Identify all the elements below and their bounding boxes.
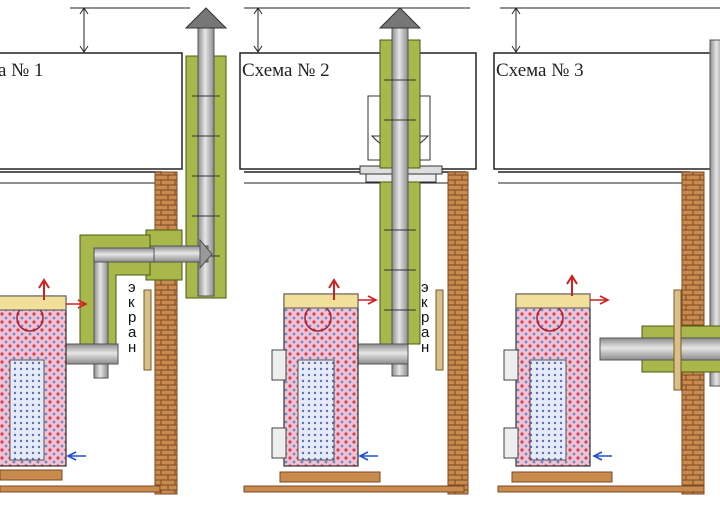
arrow-up-icon (328, 278, 340, 300)
arrow-left-icon (592, 451, 612, 461)
arrow-right-icon (358, 295, 378, 305)
arrow-left-icon (358, 451, 378, 461)
chimney-cap-icon (184, 7, 228, 29)
chimney-pipe (709, 39, 720, 387)
ceiling-slab (493, 52, 720, 170)
chimney-cap-icon (378, 7, 422, 29)
heat-screen (673, 289, 682, 391)
arrow-left-icon (66, 451, 86, 461)
scheme-title: а № 1 (0, 60, 44, 81)
arrow-up-icon (38, 278, 50, 300)
arrow-right-icon (590, 295, 610, 305)
arrow-right-icon (66, 299, 88, 309)
scheme-title: Схема № 3 (496, 60, 584, 81)
heat-screen (435, 289, 444, 371)
arrow-up-icon (566, 274, 578, 296)
scheme-title: Схема № 2 (242, 60, 330, 81)
heat-screen (143, 289, 152, 371)
brick-wall (447, 171, 469, 495)
ceiling-slab (0, 52, 183, 170)
scheme-3: Схема № 3 (493, 7, 720, 495)
ceiling-slab (239, 52, 477, 170)
brick-wall (154, 171, 178, 495)
